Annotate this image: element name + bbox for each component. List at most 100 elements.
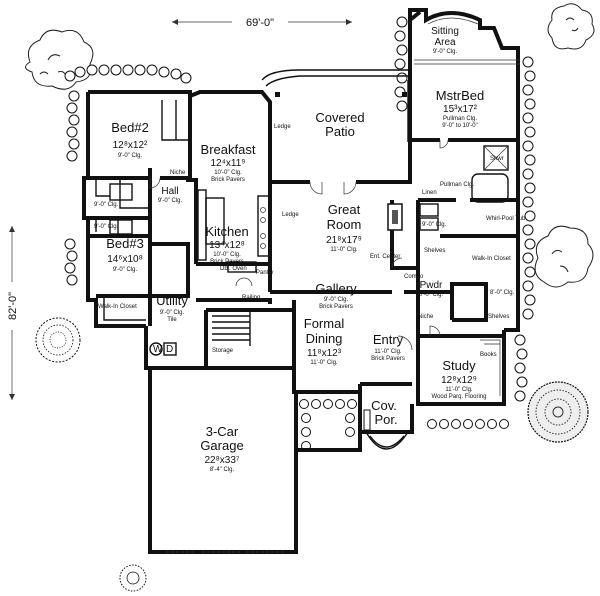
room-master-bed: MstrBed 15³x17² Pullman Clg. 9'-0" to 10… [436, 88, 484, 129]
depth-dimension: 82'-0" [7, 226, 19, 400]
porch-label-2: Por. [374, 412, 397, 427]
kitchen-ceiling: 10'-0" Clg. [213, 252, 241, 258]
dining-label-1: Formal [304, 316, 345, 331]
note-shower: Shwr [490, 156, 504, 162]
powder-name: Pwdr [420, 280, 443, 291]
breakfast-name: Breakfast [201, 142, 256, 157]
shrub-bottom-left-icon [119, 564, 147, 592]
room-bed-2: Bed#2 12⁸x12² 9'-0" Clg. [111, 120, 149, 159]
note-niche-2: Niche [418, 314, 434, 320]
bed2-name: Bed#2 [111, 120, 149, 135]
shrub-left-icon [35, 317, 81, 363]
note-clg-bath-2: 9'-0" Clg. [94, 224, 119, 230]
utility-floor: Tile [167, 317, 177, 323]
note-walkin-bed3: Walk-In Closet [98, 304, 137, 310]
kitchen-name: Kitchen [205, 224, 248, 239]
note-ent-center: Ent. Center [370, 254, 400, 260]
room-covered-patio: Covered Patio [315, 110, 364, 139]
room-formal-dining: Formal Dining 11⁸x12³ 11'-0" Clg. [304, 316, 345, 366]
fixtures [149, 17, 520, 553]
room-gallery: Gallery 9'-0" Clg. Brick Pavers [315, 281, 357, 310]
patio-label-1: Covered [315, 110, 364, 125]
note-washer: W [153, 344, 163, 355]
study-size: 12⁸x12⁹ [441, 375, 477, 386]
bed3-ceiling: 9'-0" Clg. [113, 267, 138, 273]
note-pool-tub: Whirl-Pool Tub [486, 216, 526, 222]
room-study: Study 12⁸x12⁹ 11'-0" Clg. Wood Parq. Flo… [432, 358, 487, 400]
study-name: Study [442, 358, 476, 373]
hall-ceiling: 9'-0" Clg. [158, 198, 183, 204]
garage-ceiling: 8'-4" Clg. [210, 467, 235, 473]
garage-size: 22⁸x33⁷ [204, 455, 239, 466]
note-niche-1: Niche [170, 170, 186, 176]
tree-top-left-icon [25, 29, 94, 90]
porch-label-1: Cov. [371, 398, 397, 413]
great-label-1: Great [328, 202, 361, 217]
room-garage: 3-Car Garage 22⁸x33⁷ 8'-4" Clg. [200, 424, 243, 473]
note-dryer: D [166, 344, 173, 355]
room-great-room: Great Room 21⁸x17⁹ 11'-0" Clg. [326, 202, 362, 253]
patio-label-2: Patio [325, 124, 355, 139]
bed3-size: 14⁶x10⁸ [107, 254, 143, 265]
room-breakfast: Breakfast 12⁴x11⁹ 10'-0" Clg. Brick Pave… [201, 142, 256, 183]
width-dimension: 69'-0" [172, 17, 352, 29]
note-railing: Railing [242, 295, 260, 301]
note-pullman: Pullman Clg. [440, 182, 474, 188]
tree-right-icon [534, 225, 594, 288]
note-pantry: Pantry [256, 270, 273, 276]
note-dbl-oven: Dbl. Oven [220, 266, 247, 272]
entry-ceiling: 11'-0" Clg. [374, 349, 402, 355]
interior-walls [88, 96, 518, 338]
breakfast-size: 12⁴x11⁹ [210, 158, 245, 169]
plan-annotations: Walk-In Closet Walk-In Closet Pullman Cl… [94, 124, 526, 358]
utility-ceiling: 9'-0" Clg. [160, 310, 185, 316]
room-kitchen: Kitchen 13⁴x12⁸ 10'-0" Clg. Brick Pavers [205, 224, 248, 265]
gallery-floor: Brick Pavers [319, 304, 353, 310]
hall-name: Hall [161, 186, 178, 197]
room-entry: Entry 11'-0" Clg. Brick Pavers [371, 332, 405, 362]
kitchen-floor: Brick Pavers [210, 259, 244, 265]
note-walkin-master: Walk-In Closet [472, 256, 511, 262]
note-shelves-2: Shelves [488, 314, 509, 320]
dining-label-2: Dining [306, 331, 343, 346]
breakfast-floor: Brick Pavers [211, 177, 245, 183]
bed2-size: 12⁸x12² [113, 140, 148, 151]
note-clg-hall: 9'-0" Clg. [422, 222, 447, 228]
bed2-ceiling: 9'-0" Clg. [118, 153, 143, 159]
overall-width-label: 69'-0" [246, 17, 274, 29]
room-sitting-area: Sitting Area 9'-0" Clg. [431, 26, 459, 55]
garage-label-1: 3-Car [206, 424, 239, 439]
room-hall: Hall 9'-0" Clg. [158, 186, 183, 204]
utility-name: Utility [156, 293, 188, 308]
room-utility: Utility 9'-0" Clg. Tile [156, 293, 188, 323]
note-ledge-1: Ledge [282, 212, 299, 218]
note-storage: Storage [212, 348, 234, 354]
hedge-icon [64, 16, 536, 451]
bed3-name: Bed#3 [106, 236, 144, 251]
sitting-ceiling: 9'-0" Clg. [433, 49, 458, 55]
overall-depth-label: 82'-0" [7, 292, 19, 320]
room-covered-porch: Cov. Por. [371, 398, 397, 427]
room-powder: Pwdr 8'-0" Clg. [419, 280, 444, 298]
shrub-large-right-icon [527, 381, 589, 443]
study-floor: Wood Parq. Flooring [432, 394, 487, 400]
great-ceiling: 11'-0" Clg. [330, 247, 358, 253]
breakfast-ceiling: 10'-0" Clg. [214, 170, 242, 176]
powder-ceiling: 8'-0" Clg. [419, 292, 444, 298]
master-name: MstrBed [436, 88, 484, 103]
note-linen: Linen [422, 190, 437, 196]
room-bed-3: Bed#3 14⁶x10⁸ 9'-0" Clg. [106, 236, 144, 273]
kitchen-size: 13⁴x12⁸ [209, 240, 245, 251]
note-clg-bath-1: 9'-0" Clg. [94, 202, 119, 208]
note-clg-closet: 8'-0" Clg. [490, 290, 515, 296]
note-shelves-1: Shelves [424, 248, 445, 254]
sitting-label-2: Area [434, 37, 456, 48]
note-combo: Combo [404, 274, 424, 280]
study-ceiling: 11'-0" Clg. [445, 387, 473, 393]
garage-label-2: Garage [200, 438, 243, 453]
dining-size: 11⁸x12³ [307, 348, 342, 359]
gallery-ceiling: 9'-0" Clg. [324, 297, 349, 303]
master-ceiling-1: Pullman Clg. [443, 116, 477, 122]
gallery-name: Gallery [315, 281, 357, 296]
